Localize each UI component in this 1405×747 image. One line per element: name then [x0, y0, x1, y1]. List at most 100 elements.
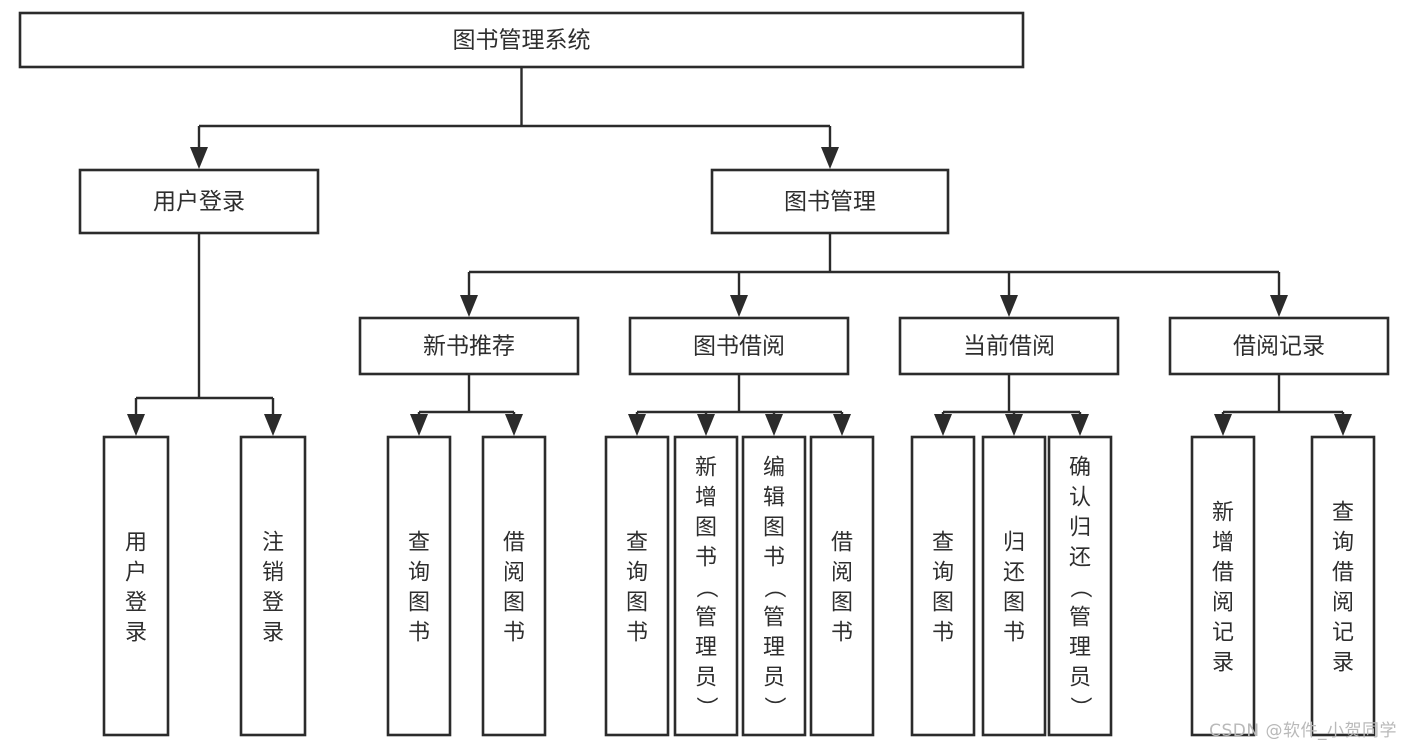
node-box — [386, 435, 452, 737]
arrow-head-icon — [1270, 295, 1288, 317]
node-label-char: 新 — [1212, 500, 1234, 525]
node-label-char: 书 — [1003, 620, 1025, 645]
node-box — [102, 435, 170, 737]
node-box — [481, 435, 547, 737]
node-label-char: 管 — [1069, 605, 1091, 630]
arrow-head-icon — [410, 414, 428, 436]
node-label-char: 登 — [125, 590, 147, 615]
node-label-char: 员 — [695, 665, 717, 690]
node-box — [18, 11, 1025, 69]
node-label-char: 书 — [763, 545, 785, 570]
node-label-char: 增 — [1212, 530, 1234, 555]
node-box — [1168, 316, 1390, 376]
node-label-char: 图 — [408, 590, 430, 615]
node-root-0[interactable]: 图书管理系统 — [18, 11, 1025, 69]
node-label: 用户登录 — [153, 189, 245, 215]
node-label-char: 图 — [626, 590, 648, 615]
arrow-head-icon — [833, 414, 851, 436]
node-label-char: 录 — [1212, 650, 1234, 675]
node-box — [239, 435, 307, 737]
node-label-char: 借 — [831, 530, 853, 555]
node-box — [78, 168, 320, 235]
node-label-char: 图 — [763, 515, 785, 540]
node-label-char: 归 — [1003, 530, 1025, 555]
node-label-char: 图 — [503, 590, 525, 615]
node-label-char: （ — [693, 576, 718, 598]
arrow-head-icon — [460, 295, 478, 317]
node-label: 图书管理 — [784, 189, 876, 215]
node-label-char: 查 — [626, 530, 648, 555]
node-box — [1190, 435, 1256, 737]
node-l3-3[interactable]: 借阅记录 — [1168, 316, 1390, 376]
node-label: 新书推荐 — [423, 334, 515, 360]
node-label-char: 理 — [1069, 635, 1091, 660]
node-label-char: 询 — [408, 560, 430, 585]
node-label-char: 查 — [408, 530, 430, 555]
node-label-char: 图 — [695, 515, 717, 540]
arrow-head-icon — [934, 414, 952, 436]
arrow-head-icon — [1005, 414, 1023, 436]
node-label-char: 阅 — [831, 560, 853, 585]
node-label-char: ） — [693, 696, 718, 718]
node-l2-0[interactable]: 用户登录 — [78, 168, 320, 235]
node-label-char: 查 — [1332, 500, 1354, 525]
arrow-head-icon — [505, 414, 523, 436]
node-label-char: 书 — [626, 620, 648, 645]
node-l3-1[interactable]: 图书借阅 — [628, 316, 850, 376]
node-label-char: 借 — [1332, 560, 1354, 585]
node-l3-2[interactable]: 当前借阅 — [898, 316, 1120, 376]
node-label-char: ） — [1067, 696, 1092, 718]
node-label-char: 增 — [695, 485, 717, 510]
arrow-head-icon — [697, 414, 715, 436]
node-label-char: 注 — [262, 530, 284, 555]
arrow-head-icon — [821, 147, 839, 169]
node-l2-1[interactable]: 图书管理 — [710, 168, 950, 235]
node-label-char: 询 — [626, 560, 648, 585]
node-label-char: ） — [761, 696, 786, 718]
node-box — [710, 168, 950, 235]
node-label-char: 书 — [695, 545, 717, 570]
node-box — [898, 316, 1120, 376]
node-box — [910, 435, 976, 737]
node-label-char: 书 — [932, 620, 954, 645]
node-box — [981, 435, 1047, 737]
node-label-char: 图 — [831, 590, 853, 615]
arrow-head-icon — [628, 414, 646, 436]
node-label-char: 辑 — [763, 485, 785, 510]
node-label-char: 新 — [695, 455, 717, 480]
node-label: 借阅记录 — [1233, 334, 1325, 360]
node-label-char: 借 — [1212, 560, 1234, 585]
arrow-head-icon — [1334, 414, 1352, 436]
node-box — [1310, 435, 1376, 737]
node-label-char: 录 — [262, 620, 284, 645]
node-label-char: 询 — [932, 560, 954, 585]
node-label-char: 记 — [1332, 620, 1354, 645]
node-label-char: 登 — [262, 590, 284, 615]
node-box — [358, 316, 580, 376]
node-l3-0[interactable]: 新书推荐 — [358, 316, 580, 376]
arrow-head-icon — [1214, 414, 1232, 436]
node-label-char: （ — [761, 576, 786, 598]
node-label-char: 还 — [1069, 545, 1091, 570]
node-leaf-0[interactable]: 用户登录 — [102, 435, 170, 737]
arrow-head-icon — [264, 414, 282, 436]
node-label-char: 确 — [1069, 455, 1091, 480]
nodes-layer: 图书管理系统用户登录图书管理新书推荐图书借阅当前借阅借阅记录用户登录注销登录查询… — [18, 11, 1390, 737]
node-label-char: 阅 — [1212, 590, 1234, 615]
node-label-char: 员 — [1069, 665, 1091, 690]
node-label: 图书借阅 — [693, 334, 785, 360]
node-label-char: 录 — [1332, 650, 1354, 675]
node-box — [1047, 435, 1113, 737]
